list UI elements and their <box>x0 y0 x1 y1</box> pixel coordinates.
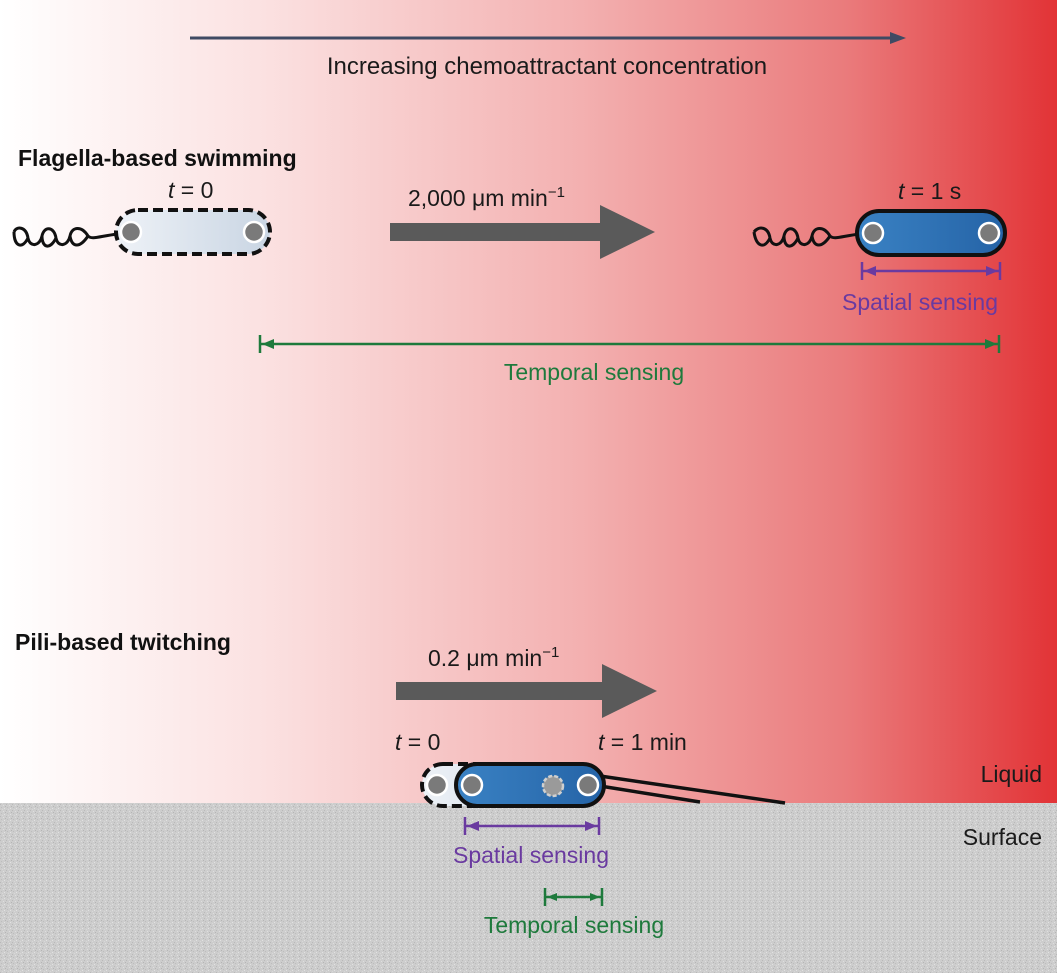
swimming-cell-t1 <box>752 209 1007 257</box>
twitching-t1-label: t = 1 min <box>598 729 687 755</box>
twitching-temporal-label: Temporal sensing <box>484 912 664 938</box>
swimming-temporal-bracket <box>258 335 1001 353</box>
twitching-speed-arrow <box>396 664 657 718</box>
twitching-temporal-bracket <box>543 888 604 906</box>
concentration-axis-label: Increasing chemoattractant concentration <box>327 53 767 80</box>
swimming-heading: Flagella-based swimming <box>18 145 297 171</box>
concentration-axis-arrow <box>190 32 906 44</box>
swimming-temporal-label: Temporal sensing <box>504 359 684 385</box>
twitching-spatial-label: Spatial sensing <box>453 842 609 868</box>
liquid-label: Liquid <box>981 761 1042 787</box>
twitching-heading: Pili-based twitching <box>15 629 231 655</box>
twitching-speed-label: 0.2 μm min−1 <box>428 644 559 671</box>
swimming-spatial-label: Spatial sensing <box>842 289 998 315</box>
twitching-t0-label: t = 0 <box>395 729 440 755</box>
swimming-cell-t0 <box>12 208 272 256</box>
twitching-cell-t1 <box>454 762 606 808</box>
swimming-t0-label: t = 0 <box>168 177 213 203</box>
swimming-spatial-bracket <box>860 262 1002 280</box>
swimming-speed-label: 2,000 μm min−1 <box>408 184 565 211</box>
concentration-gradient-background <box>0 0 1057 803</box>
twitching-spatial-bracket <box>463 817 601 835</box>
pili-icon <box>599 774 786 805</box>
surface-layer <box>0 803 1057 973</box>
swimming-speed-arrow <box>390 205 655 259</box>
surface-label: Surface <box>963 824 1042 850</box>
swimming-t1-label: t = 1 s <box>898 178 961 204</box>
